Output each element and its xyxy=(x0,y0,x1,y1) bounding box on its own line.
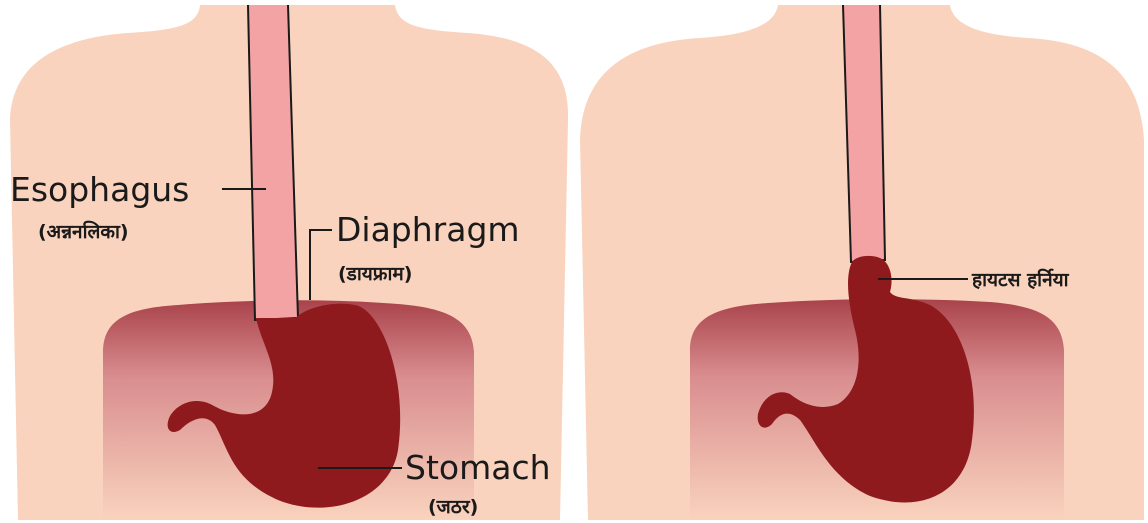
diaphragm-label: Diaphragm xyxy=(336,210,520,249)
hiatus-hernia-label: हायटस हर्निया xyxy=(971,268,1070,291)
stomach-label-hi: (जठर) xyxy=(428,496,478,518)
esophagus-right xyxy=(843,5,885,262)
esophagus-left xyxy=(248,5,298,320)
esophagus-label-hi: (अन्ननलिका) xyxy=(38,220,129,243)
stomach-label: Stomach xyxy=(405,448,551,487)
esophagus-label: Esophagus xyxy=(10,170,189,209)
normal-anatomy-panel: Esophagus (अन्ननलिका) Diaphragm (डायफ्रा… xyxy=(10,5,568,520)
diaphragm-label-hi: (डायफ्राम) xyxy=(338,263,412,285)
hernia-anatomy-panel: हायटस हर्निया xyxy=(580,5,1144,520)
